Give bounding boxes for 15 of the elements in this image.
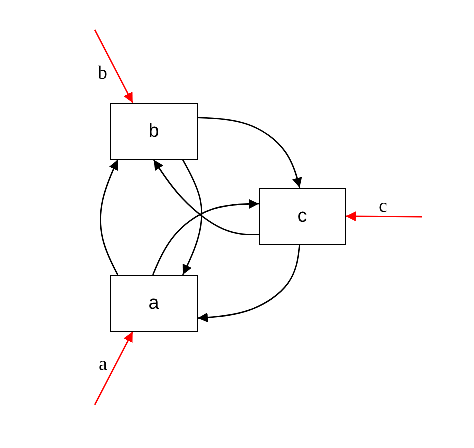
arrow: [198, 244, 301, 323]
node-box: [110, 275, 198, 332]
node-box: [110, 103, 198, 160]
arrow: [100, 160, 119, 276]
arrow: [198, 117, 302, 188]
node-box: [259, 188, 346, 245]
arrow: [182, 160, 203, 276]
node-label: a: [148, 292, 160, 314]
node-label: b: [148, 120, 160, 142]
arrow: [153, 160, 259, 236]
node-label: c: [298, 206, 308, 228]
arrow: [94, 332, 134, 406]
arrow: [346, 212, 422, 222]
arrow: [152, 199, 260, 276]
arrow: [94, 30, 134, 104]
